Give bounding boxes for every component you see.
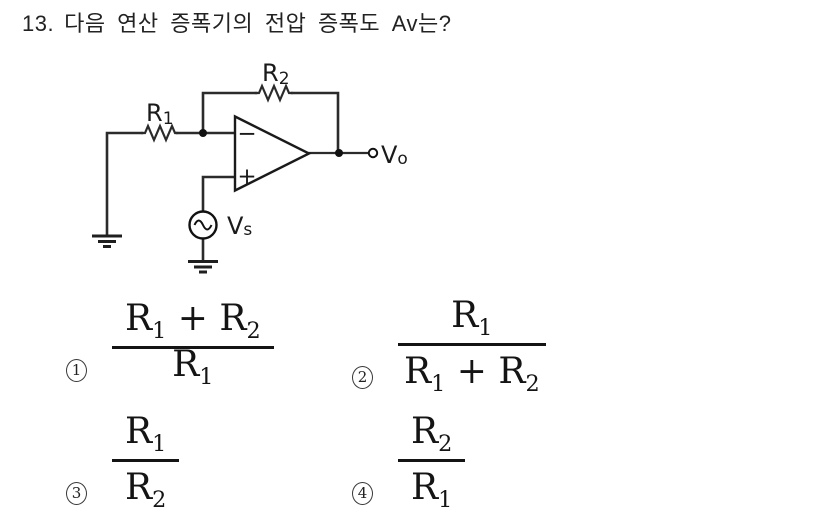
source-vs-label: Vs xyxy=(227,212,252,240)
input-ground-wire xyxy=(105,131,144,237)
formula-numerator: R2 xyxy=(398,411,466,463)
formula-numerator: R1 + R2 xyxy=(112,298,274,349)
formula-numerator: R1 xyxy=(112,411,180,463)
resistor-r2 xyxy=(254,83,294,103)
formula-denominator: R1 xyxy=(411,467,453,513)
formula-denominator: R1 xyxy=(172,344,214,391)
inverting-input-symbol: − xyxy=(237,121,256,147)
feedback-wire-right xyxy=(290,91,340,155)
question-title: 13. 다음 연산 증폭기의 전압 증폭도 Av는? xyxy=(22,6,452,38)
option-marker[interactable]: 3 xyxy=(66,481,87,505)
resistor-r1 xyxy=(140,123,179,143)
resistor-r2-label: R2 xyxy=(262,59,290,89)
noninverting-input-symbol: + xyxy=(237,164,256,190)
answer-option-4[interactable]: 4 R2 R1 xyxy=(352,411,466,513)
ac-source-sine-icon xyxy=(193,219,213,231)
option-marker[interactable]: 1 xyxy=(66,358,87,382)
output-vo-label: Vo xyxy=(381,141,408,169)
answer-option-2[interactable]: 2 R1 R1 + R2 xyxy=(352,295,546,398)
option-formula: R1 + R2 R1 xyxy=(112,298,274,391)
option-formula: R1 R2 xyxy=(112,411,180,513)
noninverting-input-wire xyxy=(201,175,237,213)
answer-option-1[interactable]: 1 R1 + R2 R1 xyxy=(66,298,274,391)
formula-numerator: R1 xyxy=(398,295,546,347)
opamp-triangle xyxy=(233,114,312,193)
feedback-wire-left xyxy=(201,91,258,135)
output-node-dot xyxy=(335,149,343,157)
question-number: 13. xyxy=(22,11,55,36)
ground-symbol-left xyxy=(92,234,122,248)
formula-denominator: R1 + R2 xyxy=(404,351,540,398)
inverting-node-dot xyxy=(199,129,207,137)
ground-symbol-source xyxy=(188,260,218,274)
question-text: 다음 연산 증폭기의 전압 증폭도 Av는? xyxy=(64,11,452,36)
option-marker[interactable]: 2 xyxy=(352,365,373,389)
formula-denominator: R2 xyxy=(125,467,167,513)
option-formula: R1 R1 + R2 xyxy=(398,295,546,398)
answer-option-3[interactable]: 3 R1 R2 xyxy=(66,411,180,513)
option-formula: R2 R1 xyxy=(398,411,466,513)
resistor-r1-label: R1 xyxy=(146,99,174,129)
output-terminal xyxy=(367,147,379,159)
option-marker[interactable]: 4 xyxy=(352,481,373,505)
